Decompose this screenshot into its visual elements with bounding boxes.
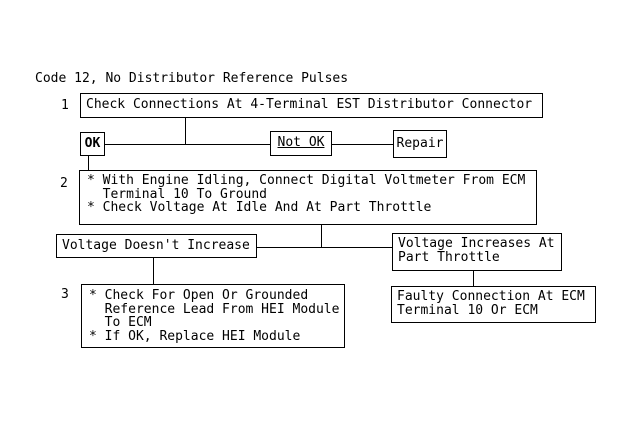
repair-box: Repair bbox=[393, 130, 447, 158]
connector-branch-right-down bbox=[473, 271, 474, 286]
step2-number: 2 bbox=[60, 176, 68, 191]
connector-ok-down bbox=[88, 156, 89, 170]
step3-box: * Check For Open Or Grounded Reference L… bbox=[81, 284, 345, 348]
result-right-box: Faulty Connection At ECM Terminal 10 Or … bbox=[391, 286, 596, 323]
branch-right-box: Voltage Increases At Part Throttle bbox=[392, 233, 562, 271]
branch-left-box: Voltage Doesn't Increase bbox=[56, 234, 257, 258]
ok-box: OK bbox=[80, 132, 105, 156]
connector-branch-left-down bbox=[153, 258, 154, 284]
step2-box: * With Engine Idling, Connect Digital Vo… bbox=[79, 170, 537, 225]
connector-notok-to-repair bbox=[332, 144, 393, 145]
connector-step1-down bbox=[185, 118, 186, 144]
step1-box: Check Connections At 4-Terminal EST Dist… bbox=[80, 93, 543, 118]
connector-step2-down bbox=[321, 225, 322, 247]
not-ok-box: Not OK bbox=[270, 131, 332, 156]
connector-branch-horizontal bbox=[257, 247, 392, 248]
step1-number: 1 bbox=[61, 98, 69, 113]
diagram-title: Code 12, No Distributor Reference Pulses bbox=[35, 71, 349, 86]
connector-ok-to-notok bbox=[105, 144, 270, 145]
step3-number: 3 bbox=[61, 287, 69, 302]
